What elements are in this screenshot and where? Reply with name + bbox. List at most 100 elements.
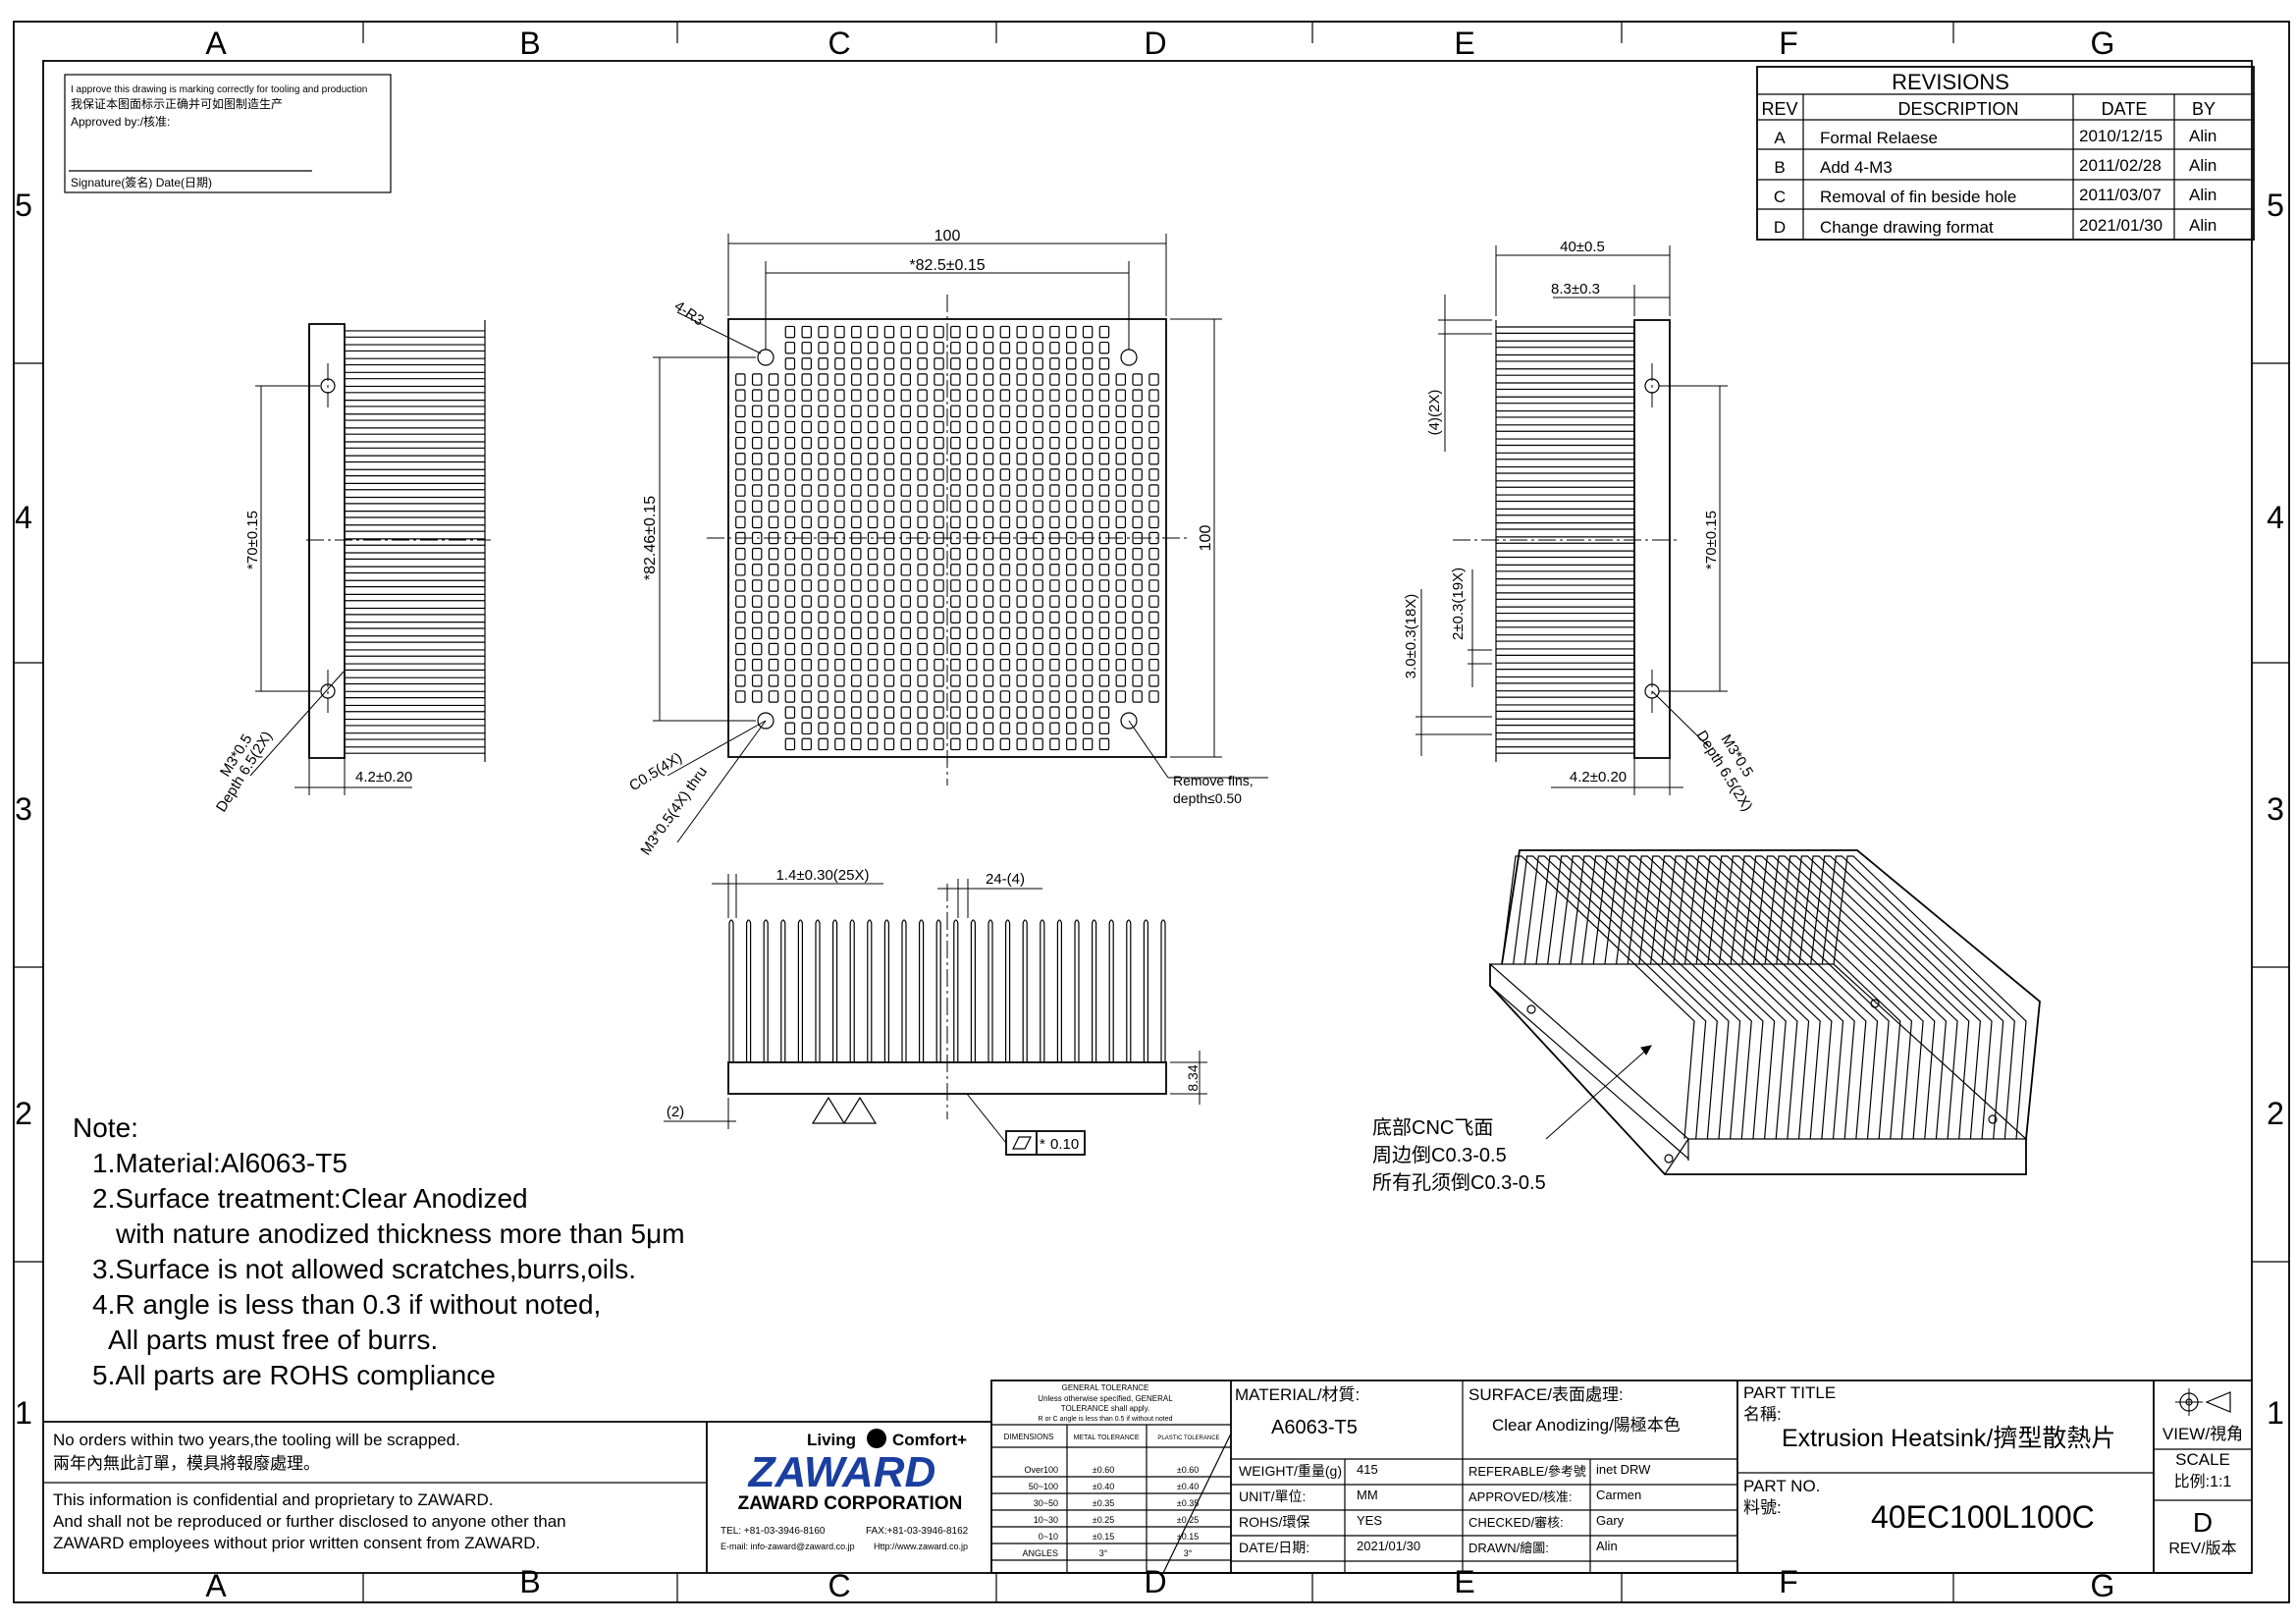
col-label: B [519,1564,540,1599]
svg-text:TOLERANCE shall apply.: TOLERANCE shall apply. [1061,1404,1149,1413]
projection-symbol-icon [2175,1388,2231,1416]
remove-fins-depth: depth≤0.50 [1173,790,1242,806]
note-line: with nature anodized thickness more than… [115,1218,685,1249]
flatness-value: 0.10 [1050,1136,1079,1153]
svg-text:±0.40: ±0.40 [1093,1482,1114,1491]
referable-label: REFERABLE/參考號 [1468,1464,1586,1479]
row-label: 2 [2267,1096,2284,1131]
dim-8-3: 8.3±0.3 [1551,281,1600,298]
part-number: 40EC100L100C [1871,1499,2095,1535]
front-fin [935,919,941,1062]
rev-header: REV [1761,99,1797,119]
note-line: 2.Surface treatment:Clear Anodized [92,1183,528,1214]
chamfer-callout: C0.5(4X) [626,749,685,794]
svg-text:Unless otherwise specified, GE: Unless otherwise specified, GENERAL [1038,1394,1173,1403]
svg-text:ANGLES: ANGLES [1022,1548,1058,1558]
svg-text:PLASTIC TOLERANCE: PLASTIC TOLERANCE [1157,1435,1219,1441]
part-title-label: PART TITLE [1743,1383,1836,1402]
tolerance-row: 50~100 ±0.40 ±0.40 [1029,1482,1200,1491]
unit-label: UNIT/單位: [1239,1489,1306,1504]
front-fin [883,919,889,1062]
front-fin [1022,919,1028,1062]
svg-text:Add 4-M3: Add 4-M3 [1820,158,1893,177]
iso-note-chamfer-holes: 所有孔须倒C0.3-0.5 [1372,1171,1546,1194]
surface-value: Clear Anodizing/陽極本色 [1492,1416,1681,1435]
dim-2-fin: 2±0.3(19X) [1450,568,1467,640]
flatness-icon [1012,1136,1032,1150]
iso-note-chamfer-edge: 周边倒C0.3-0.5 [1372,1144,1507,1166]
dim-4-2x: (4)(2X) [1426,390,1443,436]
svg-text:±0.60: ±0.60 [1093,1465,1114,1475]
company-web: Http://www.zaward.co.jp [874,1542,968,1551]
front-fin [832,919,838,1062]
svg-text:30~50: 30~50 [1034,1498,1058,1508]
scale-label: SCALE [2175,1450,2230,1469]
top-view: 100 *82.5±0.15 *82.46±0.15 100 4-R3 C0.5… [626,228,1268,858]
front-fin [815,919,821,1062]
note-line: 3.Surface is not allowed scratches,burrs… [92,1254,636,1284]
col-label: A [205,1568,227,1603]
front-fin [849,919,855,1062]
svg-text:Removal of fin beside hole: Removal of fin beside hole [1820,188,2016,206]
row-label: 3 [2267,791,2284,827]
company-fax: FAX:+81-03-3946-8162 [866,1526,969,1537]
company-tel: TEL: +81-03-3946-8160 [721,1526,826,1537]
col-label: F [1779,26,1798,61]
company-email: E-mail: info-zaward@zaward.co.jp [721,1542,855,1551]
dim-82-46: *82.46±0.15 [642,496,659,580]
svg-text:METAL TOLERANCE: METAL TOLERANCE [1073,1435,1139,1441]
front-fin [1040,919,1045,1062]
weight-value: 415 [1357,1462,1378,1477]
dim-100-height: 100 [1198,525,1214,552]
col-label: E [1454,26,1474,61]
approval-box: I approve this drawing is marking correc… [64,74,392,193]
referable-value: inet DRW [1596,1462,1651,1477]
company-block: Living Comfort+ ZAWARD ZAWARD CORPORATIO… [721,1429,969,1551]
checked-label: CHECKED/審核: [1468,1515,1564,1530]
dim-70-left: *70±0.15 [244,511,261,569]
front-fin [919,919,925,1062]
revisions-title: REVISIONS [1892,70,2009,94]
svg-text:±0.25: ±0.25 [1177,1515,1199,1525]
note-line: All parts must free of burrs. [108,1325,438,1355]
svg-text:2011/03/07: 2011/03/07 [2079,186,2162,204]
svg-text:Alin: Alin [2189,216,2216,235]
tolerance-row: 30~50 ±0.35 ±0.35 [1034,1498,1200,1508]
company-name: ZAWARD CORPORATION [738,1493,963,1514]
front-fin [988,919,993,1062]
scale-value: 比例:1:1 [2174,1473,2232,1490]
col-label: C [828,1568,850,1603]
svg-text:Formal Relaese: Formal Relaese [1820,129,1938,147]
svg-text:2021/01/30: 2021/01/30 [2079,216,2163,235]
svg-text:±0.35: ±0.35 [1177,1498,1199,1508]
approved-value: Carmen [1596,1488,1641,1502]
front-fin [1092,919,1097,1062]
surface-finish-symbol [811,1096,878,1124]
front-fin [1004,919,1011,1062]
front-fin [780,919,786,1062]
left-side-view: *70±0.15 4.2±0.20 M3*0.5 Depth 6.5(2X) [213,320,491,815]
frame-row-labels: 5 4 3 2 1 5 4 3 2 1 [15,188,2284,1431]
front-fin [1074,919,1080,1062]
dim-100-width: 100 [934,228,961,244]
tolerance-row: ANGLES 3° 3° [1022,1548,1192,1558]
company-logo: ZAWARD [747,1448,936,1496]
svg-text:DIMENSIONS: DIMENSIONS [1004,1433,1054,1441]
description-header: DESCRIPTION [1897,99,2018,119]
front-fin [970,919,976,1062]
dim-82-5: *82.5±0.15 [909,257,985,274]
tolerance-table: GENERAL TOLERANCE Unless otherwise speci… [990,1380,1232,1574]
col-label: D [1144,26,1166,61]
revision-row: D Change drawing format 2021/01/30 Alin [1774,216,2217,237]
svg-text:50~100: 50~100 [1029,1482,1058,1491]
note-line: 4.R angle is less than 0.3 if without no… [92,1289,601,1320]
revision-row: C Removal of fin beside hole 2011/03/07 … [1774,186,2217,206]
title-block: No orders within two years,the tooling w… [43,1380,2252,1574]
approved-by-label: Approved by:/核准: [71,115,170,129]
confidential-notice: ZAWARD employees without prior written c… [53,1534,540,1552]
dim-4-2-right: 4.2±0.20 [1570,769,1627,785]
right-side-view: 40±0.5 8.3±0.3 *70±0.15 (4)(2X) 2±0.3(19… [1403,239,1756,814]
row-label: 2 [15,1096,32,1131]
signature-label: Signature(簽名) Date(日期) [71,175,212,189]
svg-text:3°: 3° [1099,1548,1108,1558]
